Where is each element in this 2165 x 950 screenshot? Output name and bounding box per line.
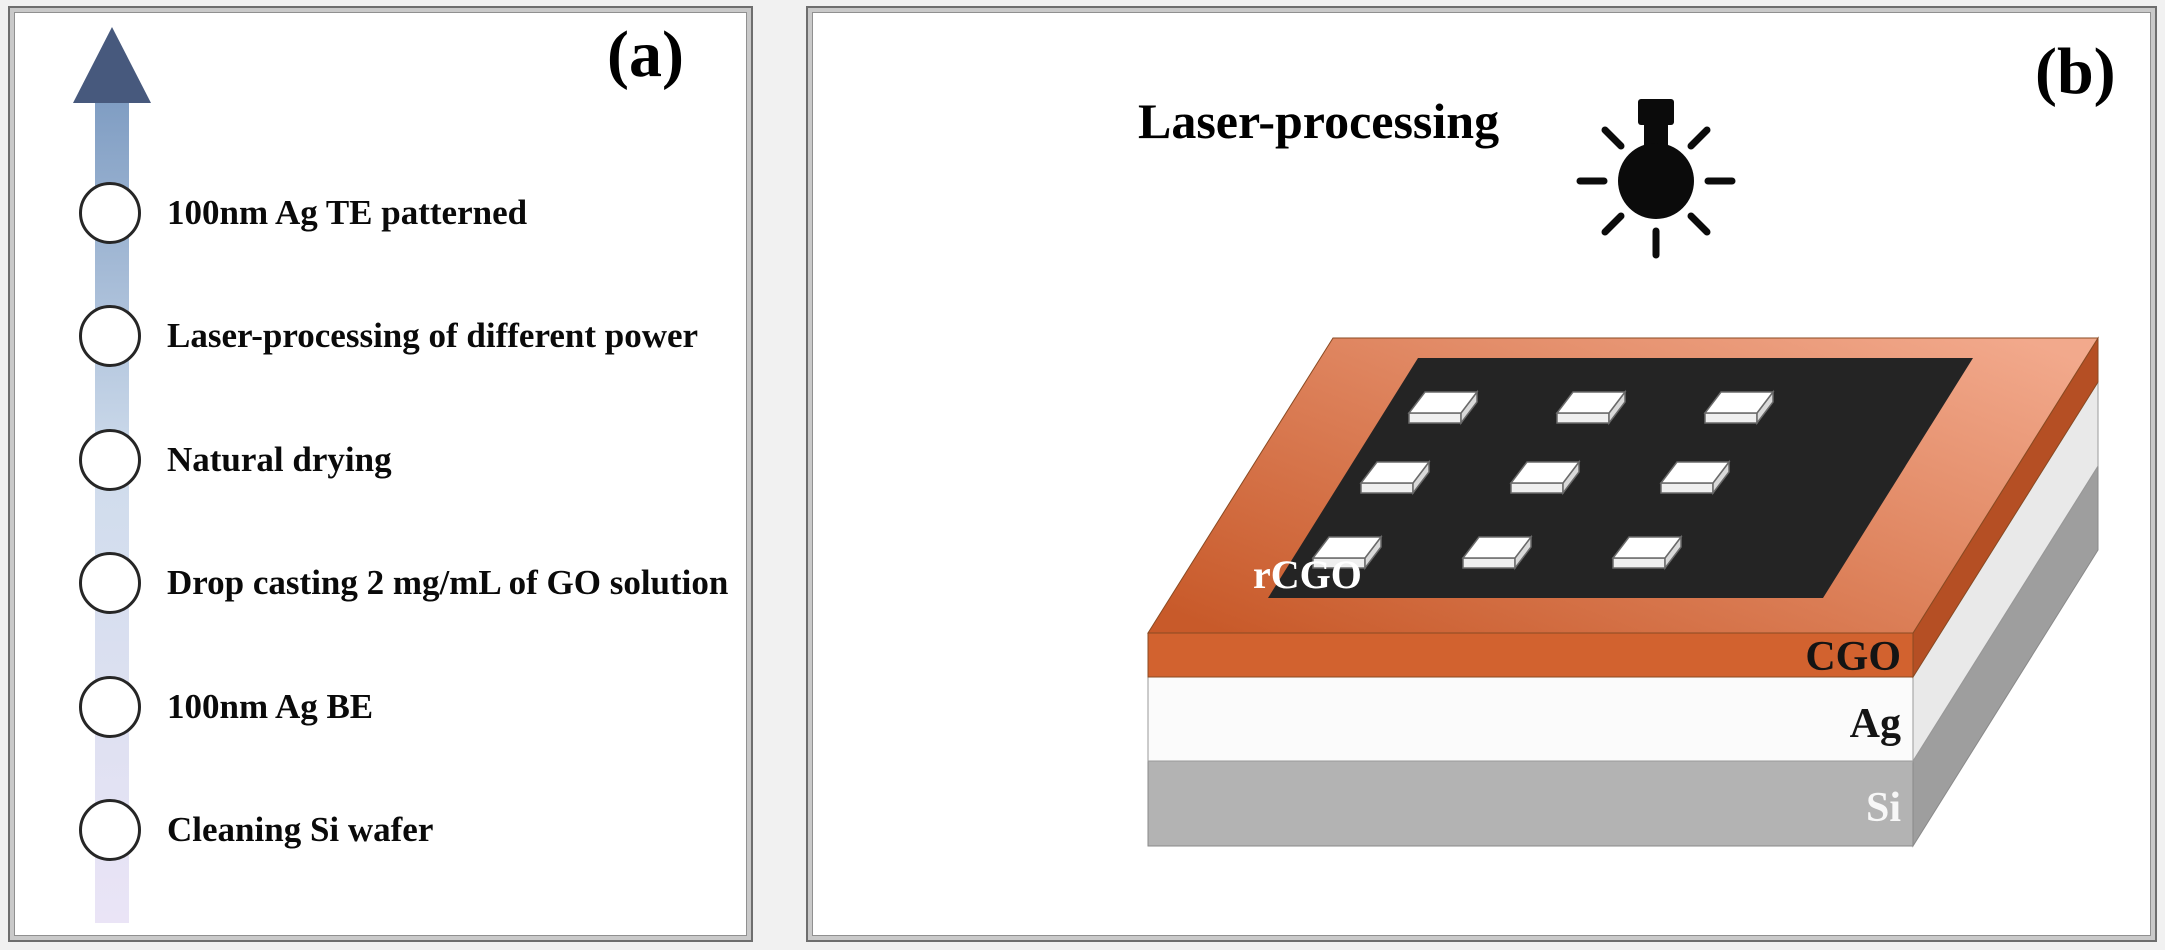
step-label-laser: Laser-processing of different power bbox=[167, 316, 699, 355]
step-marker bbox=[79, 182, 141, 244]
panel-a-inner: (a) 100nm Ag TE p bbox=[14, 12, 747, 936]
step-marker bbox=[79, 676, 141, 738]
si-layer-front bbox=[1147, 760, 1914, 847]
panel-a: (a) 100nm Ag TE p bbox=[8, 6, 753, 942]
step-label-dropcast: Drop casting 2 mg/mL of GO solution bbox=[167, 563, 729, 602]
step-label-drying: Natural drying bbox=[167, 440, 392, 479]
ag-layer-front bbox=[1147, 676, 1914, 762]
layer-label-rcgo: rCGO bbox=[1253, 552, 1362, 597]
layer-label-ag: Ag bbox=[1850, 701, 1901, 747]
step-label-ag-te: 100nm Ag TE patterned bbox=[167, 193, 528, 232]
laser-processing-label: Laser-processing bbox=[1138, 93, 1499, 149]
step-marker bbox=[79, 799, 141, 861]
arrow-head bbox=[73, 27, 151, 103]
step-marker bbox=[79, 429, 141, 491]
panel-b: (b) Laser-processing bbox=[806, 6, 2157, 942]
step-label-cleaning: Cleaning Si wafer bbox=[167, 810, 434, 849]
panel-a-label: (a) bbox=[607, 18, 684, 91]
step-marker bbox=[79, 552, 141, 614]
layer-label-si: Si bbox=[1866, 785, 1901, 831]
cgo-layer-front bbox=[1147, 632, 1914, 678]
device-schematic: (b) Laser-processing bbox=[1138, 35, 2116, 848]
step-label-ag-be: 100nm Ag BE bbox=[167, 687, 374, 726]
panel-b-inner: (b) Laser-processing bbox=[812, 12, 2151, 936]
layer-label-cgo: CGO bbox=[1805, 634, 1901, 680]
step-marker bbox=[79, 305, 141, 367]
light-bulb-icon bbox=[1576, 99, 1736, 259]
panel-b-label: (b) bbox=[2035, 35, 2116, 108]
